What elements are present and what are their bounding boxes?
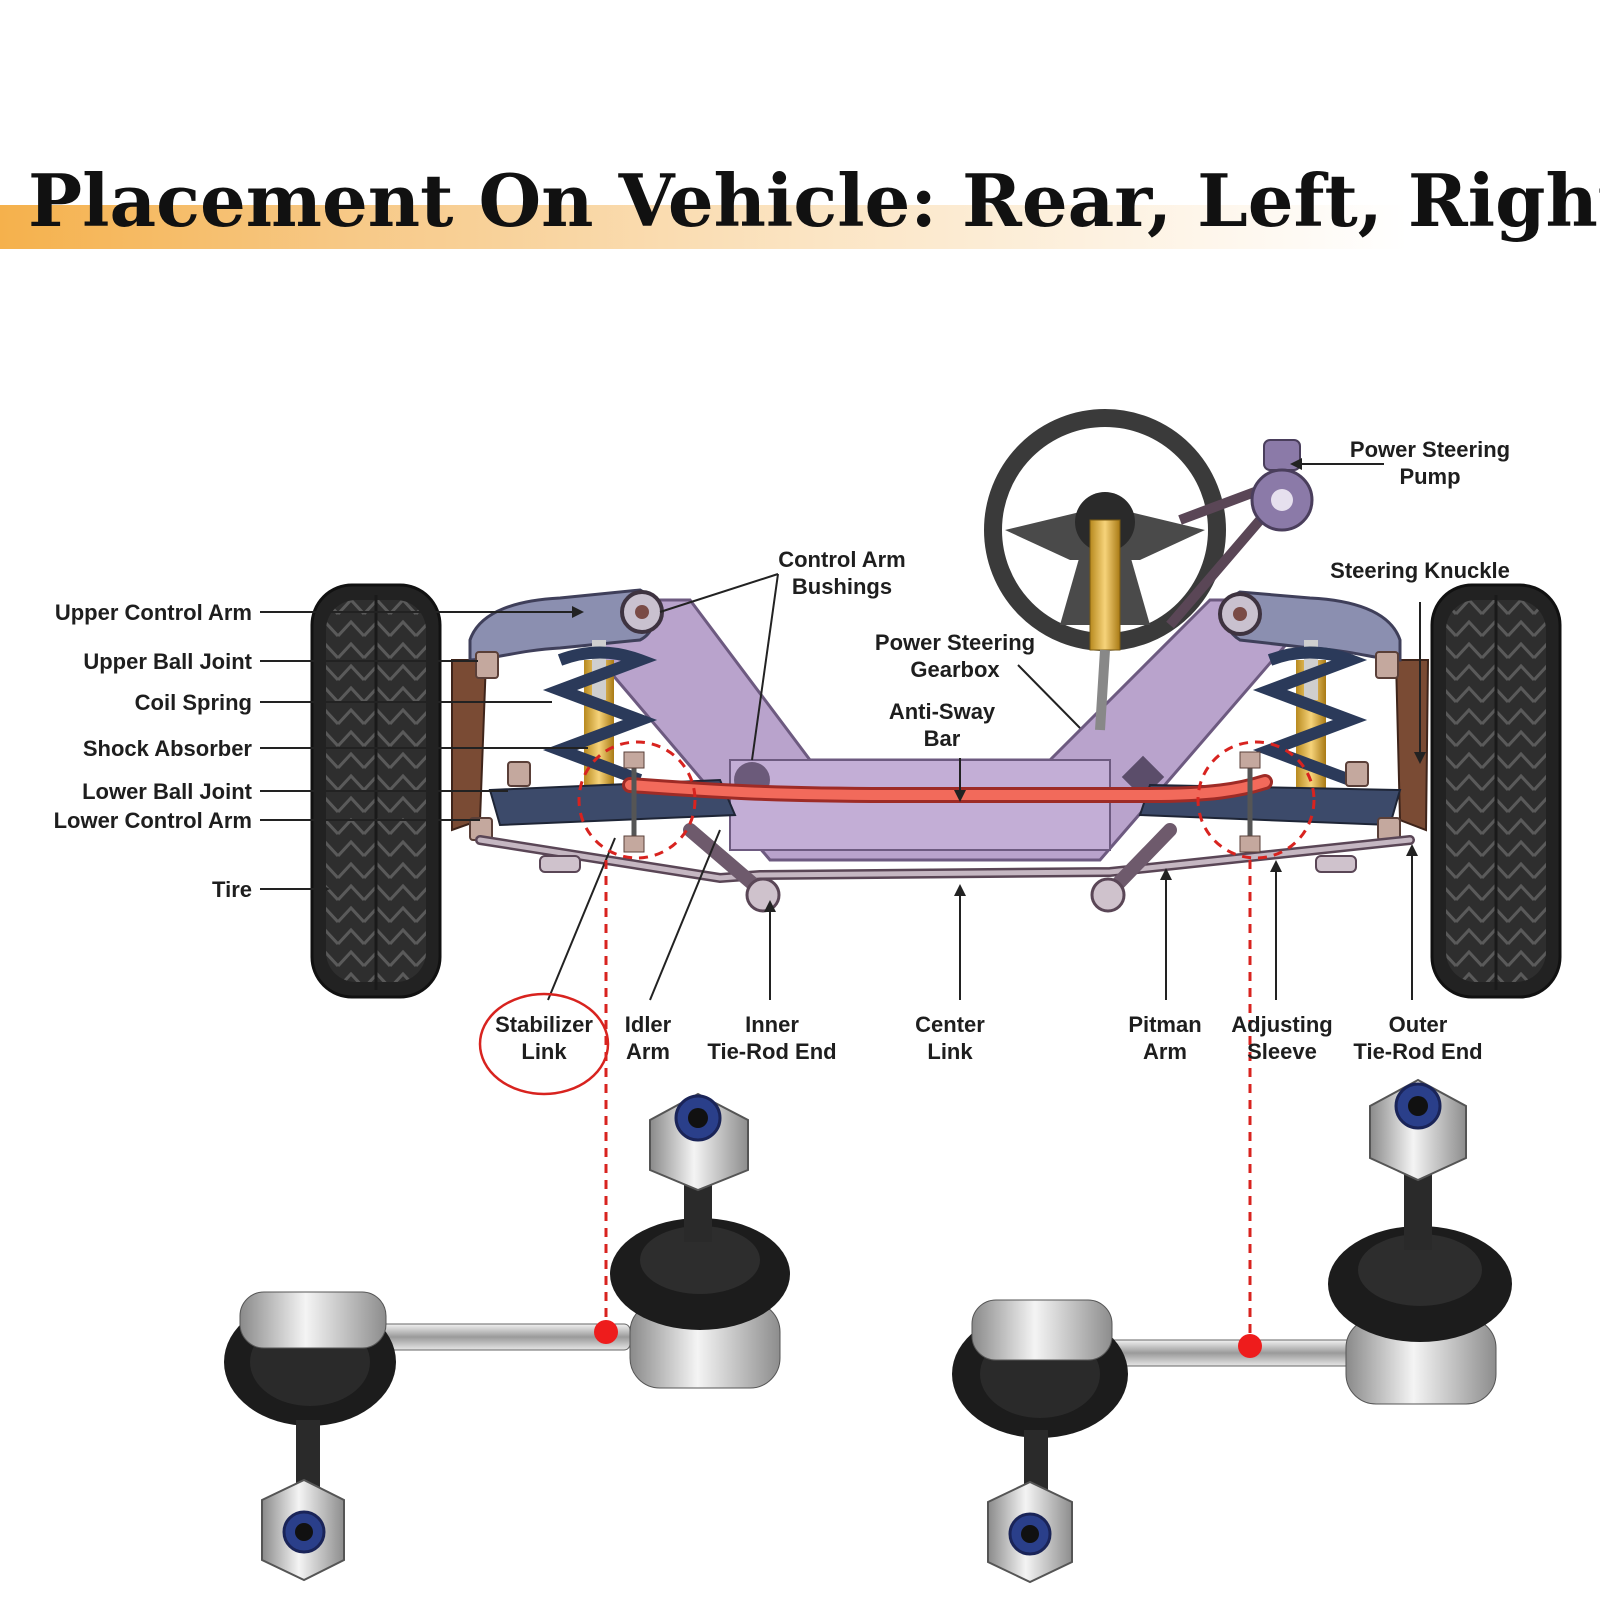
label-outer-tie-rod-end-1: Outer [1389, 1012, 1448, 1037]
label-power-steering-pump-2: Pump [1399, 464, 1460, 489]
label-center-link-1: Center [915, 1012, 985, 1037]
label-tire: Tire [212, 877, 252, 902]
left-steering-knuckle [451, 659, 488, 832]
title-underline-band [0, 205, 1600, 249]
label-upper-ball-joint: Upper Ball Joint [83, 649, 252, 674]
label-power-steering-pump-1: Power Steering [1350, 437, 1510, 462]
label-anti-sway-bar-1: Anti-Sway [889, 699, 996, 724]
label-idler-arm-2: Arm [626, 1039, 670, 1064]
label-coil-spring: Coil Spring [135, 690, 252, 715]
leader-lines [260, 463, 1421, 1001]
right-stabilizer-link-product [952, 1078, 1512, 1584]
right-coil-spring [1252, 640, 1368, 790]
power-steering-pump [1166, 439, 1314, 629]
label-inner-tie-rod-end-2: Tie-Rod End [707, 1039, 836, 1064]
right-tire [1430, 583, 1562, 999]
label-lower-ball-joint: Lower Ball Joint [82, 779, 253, 804]
right-link-marker-dot [1238, 1334, 1262, 1358]
label-adjusting-sleeve-2: Sleeve [1247, 1039, 1317, 1064]
label-stabilizer-link-1: Stabilizer [495, 1012, 593, 1037]
label-power-steering-gearbox-2: Gearbox [910, 657, 1000, 682]
label-outer-tie-rod-end-2: Tie-Rod End [1353, 1039, 1482, 1064]
diagram-labels: Upper Control Arm Upper Ball Joint Coil … [54, 437, 1511, 1064]
label-adjusting-sleeve-1: Adjusting [1231, 1012, 1332, 1037]
label-control-arm-bushings-2: Bushings [792, 574, 892, 599]
right-stabilizer-highlight [1196, 740, 1316, 860]
label-control-arm-bushings-1: Control Arm [778, 547, 906, 572]
leader-arrowheads [318, 458, 1426, 912]
diagram-stabilizer-links [623, 751, 1261, 853]
label-shock-absorber: Shock Absorber [83, 736, 253, 761]
ball-joint-nuts [469, 651, 1401, 841]
label-pitman-arm-1: Pitman [1128, 1012, 1201, 1037]
left-link-marker-dot [594, 1320, 618, 1344]
label-lower-control-arm: Lower Control Arm [54, 808, 252, 833]
steering-wheel [984, 409, 1226, 731]
label-inner-tie-rod-end-1: Inner [745, 1012, 799, 1037]
label-center-link-2: Link [927, 1039, 973, 1064]
label-steering-knuckle: Steering Knuckle [1330, 558, 1510, 583]
page-title: Placement On Vehicle: Rear, Left, Right [28, 158, 1600, 243]
left-stabilizer-link-product [224, 1092, 790, 1582]
label-upper-control-arm: Upper Control Arm [55, 600, 252, 625]
stabilizer-link-label-ring [478, 992, 610, 1096]
label-anti-sway-bar-2: Bar [924, 726, 961, 751]
right-steering-knuckle [1394, 659, 1430, 832]
left-stabilizer-highlight [577, 740, 697, 860]
label-stabilizer-link-2: Link [521, 1039, 567, 1064]
tie-rods-and-center-link [475, 823, 1415, 913]
label-idler-arm-1: Idler [625, 1012, 672, 1037]
label-pitman-arm-2: Arm [1143, 1039, 1187, 1064]
label-power-steering-gearbox-1: Power Steering [875, 630, 1035, 655]
